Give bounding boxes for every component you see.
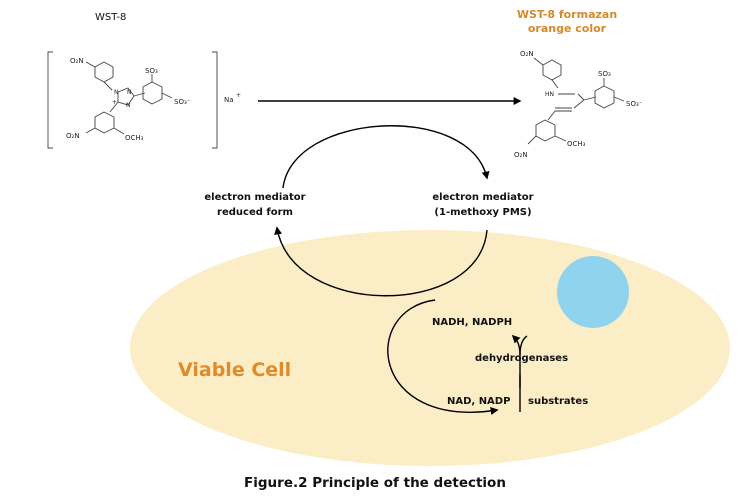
nad-nadh-cycle-arrow: [387, 299, 499, 415]
counter-ion-charge: +: [236, 92, 241, 99]
mediator-oxidized-line1: electron mediator: [432, 192, 533, 203]
enzyme-label: dehydrogenases: [475, 353, 568, 364]
product-label-line2: orange color: [528, 22, 607, 35]
right-bracket: [212, 51, 218, 149]
left-bracket: [47, 51, 53, 149]
cell-label: Viable Cell: [178, 359, 291, 381]
wst8-structure: O₂N N N N + SO₃ SO₃⁻ O₂N OCH₃: [66, 57, 191, 142]
mediator-reduced-line2: reduced form: [217, 207, 293, 218]
cell-nucleus: [557, 256, 629, 328]
sulfonate-group-top: SO₃: [145, 67, 158, 75]
formazan-sulfonate-top: SO₃: [598, 70, 611, 78]
nitro-group-bottom: O₂N: [66, 132, 80, 140]
viable-cell: [130, 230, 730, 466]
mediator-oxidized-line2: (1-methoxy PMS): [434, 207, 531, 218]
counter-ion: Na: [224, 96, 234, 104]
nad-label: NAD, NADP: [447, 396, 510, 407]
tetrazolium-n3: N: [126, 102, 131, 109]
reactant-label: WST-8: [95, 12, 126, 23]
formazan-methoxy: OCH₃: [567, 140, 586, 148]
mediator-oxidation-arc: [282, 125, 490, 189]
substrates-label: substrates: [528, 396, 588, 407]
methoxy-group: OCH₃: [125, 134, 144, 142]
sulfonate-group-right: SO₃⁻: [174, 98, 191, 106]
formazan-sulfonate-right: SO₃⁻: [626, 100, 643, 108]
tetrazolium-n2: N: [127, 89, 132, 96]
tetrazolium-n1: N: [114, 89, 119, 96]
tetrazolium-charge: +: [112, 99, 117, 106]
nitro-group-top: O₂N: [70, 57, 84, 65]
nadh-label: NADH, NADPH: [432, 317, 512, 328]
formazan-nitro-bottom: O₂N: [514, 151, 528, 159]
formazan-hn: HN: [545, 91, 554, 98]
formazan-structure: O₂N HN SO₃ SO₃⁻ O₂N OCH₃: [514, 50, 643, 159]
product-label-line1: WST-8 formazan: [517, 8, 617, 21]
nadh-formation-arrow-branch: [519, 335, 528, 356]
figure-caption: Figure.2 Principle of the detection: [244, 475, 506, 491]
formazan-nitro-top: O₂N: [520, 50, 534, 58]
mediator-reduced-line1: electron mediator: [204, 192, 305, 203]
mediator-reduction-arc: [274, 226, 488, 297]
